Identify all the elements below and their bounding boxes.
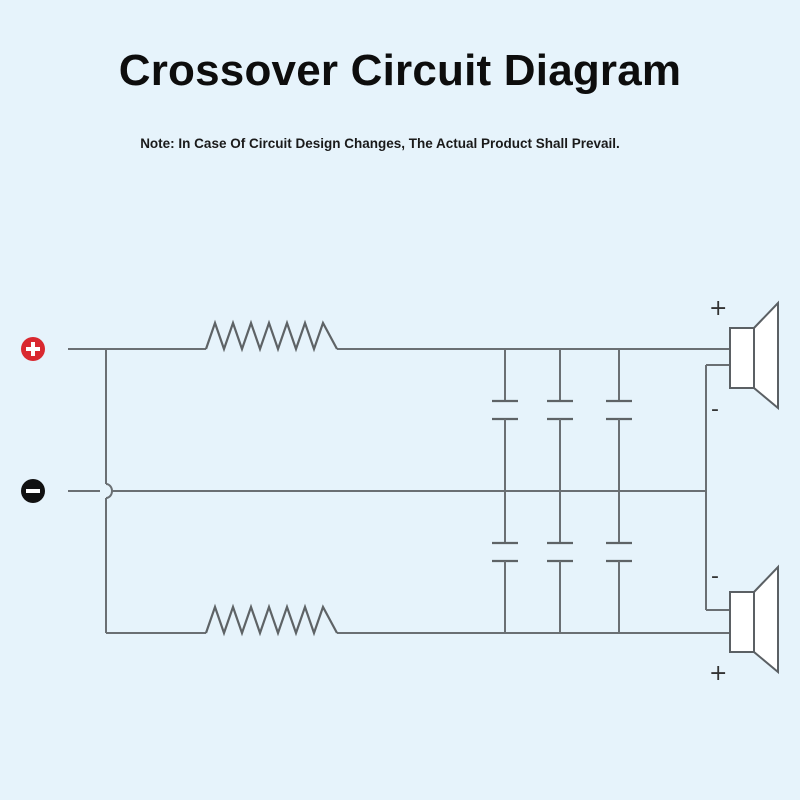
bottom-speaker-negative-label: - [711, 564, 719, 589]
top-rail-wire [68, 348, 730, 633]
negative-terminal-icon [21, 479, 45, 503]
design-note: Note: In Case Of Circuit Design Changes,… [140, 136, 620, 151]
bottom-speaker-positive-label: + [709, 661, 727, 686]
top-speaker-positive-label: + [709, 296, 727, 321]
resistor-icon [204, 319, 338, 353]
capacitor-column-1 [492, 349, 518, 633]
top-speaker-negative-label: - [711, 397, 719, 422]
page-title: Crossover Circuit Diagram [118, 46, 682, 95]
capacitor-column-3 [606, 349, 632, 633]
speaker-icon [729, 564, 779, 675]
middle-rail-wire [68, 364, 730, 611]
speaker-icon [729, 300, 779, 411]
resistor-icon [204, 603, 338, 637]
capacitor-column-2 [547, 349, 573, 633]
positive-terminal-icon [21, 337, 45, 361]
